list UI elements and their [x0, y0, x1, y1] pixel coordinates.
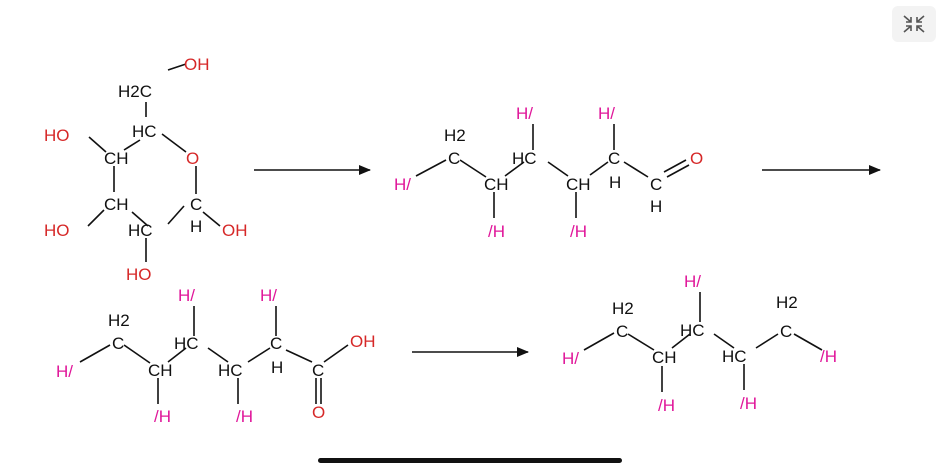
- acid-carbonyl-oxygen: O: [312, 403, 325, 422]
- glucose-ho-left: HO: [44, 126, 70, 145]
- aldehyde-h-ch4: /H: [570, 222, 587, 241]
- aldehyde-c6: C: [650, 175, 662, 194]
- glucose-ho-bottom: HO: [126, 265, 152, 284]
- aldehyde-h-ch2: /H: [488, 222, 505, 241]
- alkane-hc3: HC: [680, 321, 705, 340]
- aldehyde-h-hc3: H/: [516, 104, 533, 123]
- aldehyde-h-c6: H: [650, 197, 662, 216]
- acid-ch2: CH: [148, 361, 173, 380]
- alkane-h2-c5: H2: [776, 293, 798, 312]
- glucose-ch-lower-left: CH: [104, 195, 129, 214]
- home-indicator[interactable]: [318, 458, 622, 463]
- alkane-h-left: H/: [562, 349, 579, 368]
- aldehyde-hc3: HC: [512, 149, 537, 168]
- alkane-h-hc3: H/: [684, 272, 701, 291]
- alkane-molecule: H/ H2 C CH /H HC H/ HC /H H2 C /H: [562, 272, 837, 415]
- acid-h-c5: H: [271, 358, 283, 377]
- alkane-c5: C: [780, 322, 792, 341]
- alkane-h-right: /H: [820, 347, 837, 366]
- alkane-h-hc4: /H: [740, 394, 757, 413]
- aldehyde-h-c5-top: H/: [598, 104, 615, 123]
- acid-h-left: H/: [56, 362, 73, 381]
- aldehyde-molecule: H/ H2 C CH /H HC H/ CH /H C H/ H C H O: [394, 104, 703, 241]
- glucose-molecule: OH H2C HC O HO CH CH HO HC C H OH HO: [44, 55, 248, 284]
- aldehyde-h2: H2: [444, 126, 466, 145]
- alkane-ch2: CH: [652, 348, 677, 367]
- acid-molecule: H/ H2 C CH /H HC H/ HC /H C H/ H C OH O: [56, 286, 376, 426]
- glucose-ch-upper: HC: [132, 122, 157, 141]
- glucose-ring-oxygen: O: [186, 149, 199, 168]
- glucose-oh-top: OH: [184, 55, 210, 74]
- alkane-c1: C: [616, 322, 628, 341]
- glucose-c-anomeric: C: [190, 195, 202, 214]
- acid-h-ch2: /H: [154, 407, 171, 426]
- aldehyde-h-c5: H: [609, 173, 621, 192]
- acid-c5: C: [270, 334, 282, 353]
- glucose-hc-bottom: HC: [128, 221, 153, 240]
- glucose-oh-right: OH: [222, 221, 248, 240]
- aldehyde-ch4: CH: [566, 175, 591, 194]
- aldehyde-c1: C: [448, 149, 460, 168]
- glucose-ho-lower: HO: [44, 221, 70, 240]
- aldehyde-h-left: H/: [394, 175, 411, 194]
- acid-h2: H2: [108, 311, 130, 330]
- aldehyde-c5: C: [608, 149, 620, 168]
- alkane-h2-c1: H2: [612, 299, 634, 318]
- collapse-button[interactable]: [892, 6, 936, 42]
- collapse-arrows-icon: [903, 15, 925, 33]
- aldehyde-oxygen: O: [690, 149, 703, 168]
- glucose-ch-left: CH: [104, 149, 129, 168]
- aldehyde-ch2: CH: [484, 175, 509, 194]
- acid-h-c5-top: H/: [260, 286, 277, 305]
- acid-c1: C: [112, 334, 124, 353]
- glucose-h-anomeric: H: [190, 217, 202, 236]
- acid-hc4: HC: [218, 361, 243, 380]
- acid-oh: OH: [350, 332, 376, 351]
- acid-c6: C: [312, 361, 324, 380]
- alkane-hc4: HC: [722, 347, 747, 366]
- acid-h-hc3: H/: [178, 286, 195, 305]
- glucose-h2c: H2C: [118, 82, 152, 101]
- acid-hc3: HC: [174, 334, 199, 353]
- alkane-h-ch2: /H: [658, 396, 675, 415]
- acid-h-hc4: /H: [236, 407, 253, 426]
